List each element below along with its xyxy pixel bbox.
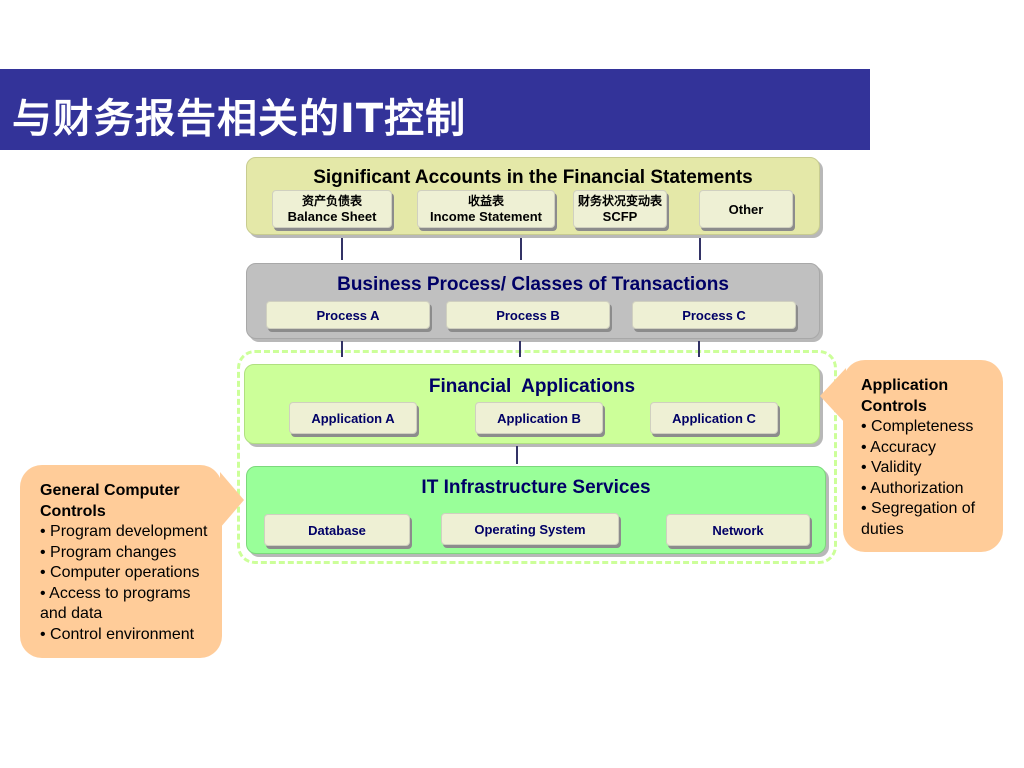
significant-accounts-panel: Significant Accounts in the Financial St… (246, 157, 820, 235)
infra-chip-label: Operating System (474, 521, 586, 537)
general-computer-controls-callout: General Computer Controls • Program deve… (20, 465, 222, 658)
infra-chip-database[interactable]: Database (264, 514, 410, 546)
application-chip-b[interactable]: Application B (475, 402, 603, 434)
application-chip-c[interactable]: Application C (650, 402, 778, 434)
connector-line (520, 238, 522, 260)
application-chip-label: Application A (311, 410, 395, 426)
application-control-item: • Validity (861, 459, 922, 476)
account-chip-en-label: Balance Sheet (287, 209, 377, 224)
business-process-panel: Business Process/ Classes of Transaction… (246, 263, 820, 339)
account-chip-zh-label: 资产负债表 (301, 194, 362, 208)
general-control-item: • Computer operations (40, 564, 200, 581)
process-chip-label: Process C (682, 307, 746, 323)
account-chip-en-label: SCFP (602, 209, 638, 224)
it-infrastructure-panel: IT Infrastructure Services Database Oper… (246, 466, 826, 554)
general-control-item: • Access to programs and data (40, 584, 191, 623)
process-chip-b[interactable]: Process B (446, 301, 610, 329)
significant-accounts-title: Significant Accounts in the Financial St… (313, 167, 753, 188)
account-chip-zh-label: 收益表 (467, 194, 504, 208)
connector-line (341, 238, 343, 260)
account-chip-income-statement[interactable]: 收益表 Income Statement (417, 190, 555, 228)
application-chip-label: Application B (497, 410, 581, 426)
controls-scope-dashed-border (237, 350, 837, 564)
application-chip-a[interactable]: Application A (289, 402, 417, 434)
application-controls-callout: Application Controls • Completeness • Ac… (843, 360, 1003, 552)
account-chip-en-label: Income Statement (430, 209, 542, 224)
business-process-title: Business Process/ Classes of Transaction… (337, 274, 729, 295)
account-chip-balance-sheet[interactable]: 资产负债表 Balance Sheet (272, 190, 392, 228)
it-infrastructure-title: IT Infrastructure Services (421, 477, 651, 498)
account-chip-zh-label: 财务状况变动表 (577, 194, 662, 208)
process-chip-a[interactable]: Process A (266, 301, 430, 329)
process-chip-c[interactable]: Process C (632, 301, 796, 329)
application-control-item: • Completeness (861, 418, 974, 435)
account-chip-scfp[interactable]: 财务状况变动表 SCFP (573, 190, 667, 228)
connector-line (699, 238, 701, 260)
general-control-item: • Program changes (40, 543, 177, 561)
connector-line (698, 341, 700, 357)
application-controls-pointer (820, 368, 846, 424)
application-chip-label: Application C (672, 410, 756, 426)
financial-applications-panel: Financial Applications Application A App… (244, 364, 820, 444)
connector-line (519, 341, 521, 357)
process-chip-label: Process A (316, 307, 380, 323)
infra-chip-operating-system[interactable]: Operating System (441, 513, 619, 545)
application-control-item: • Authorization (861, 479, 964, 497)
general-control-item: • Control environment (40, 625, 195, 643)
connector-line (341, 341, 343, 357)
infra-chip-network[interactable]: Network (666, 514, 810, 546)
infra-chip-label: Network (712, 522, 764, 538)
process-chip-label: Process B (496, 307, 560, 323)
title-banner (0, 69, 870, 150)
application-controls-heading: Application Controls (861, 377, 949, 415)
infra-chip-label: Database (308, 522, 366, 538)
account-chip-en-label: Other (728, 201, 764, 217)
account-chip-other[interactable]: Other (699, 190, 793, 228)
general-control-item: • Program development (40, 523, 208, 540)
application-control-item: • Segregation of duties (861, 500, 976, 538)
general-controls-pointer (220, 472, 244, 528)
application-control-item: • Accuracy (861, 438, 936, 456)
general-controls-heading: General Computer Controls (40, 482, 180, 520)
slide-title: 与财务报告相关的IT控制 (12, 96, 467, 142)
financial-applications-title: Financial Applications (428, 376, 636, 397)
connector-line (516, 446, 518, 464)
